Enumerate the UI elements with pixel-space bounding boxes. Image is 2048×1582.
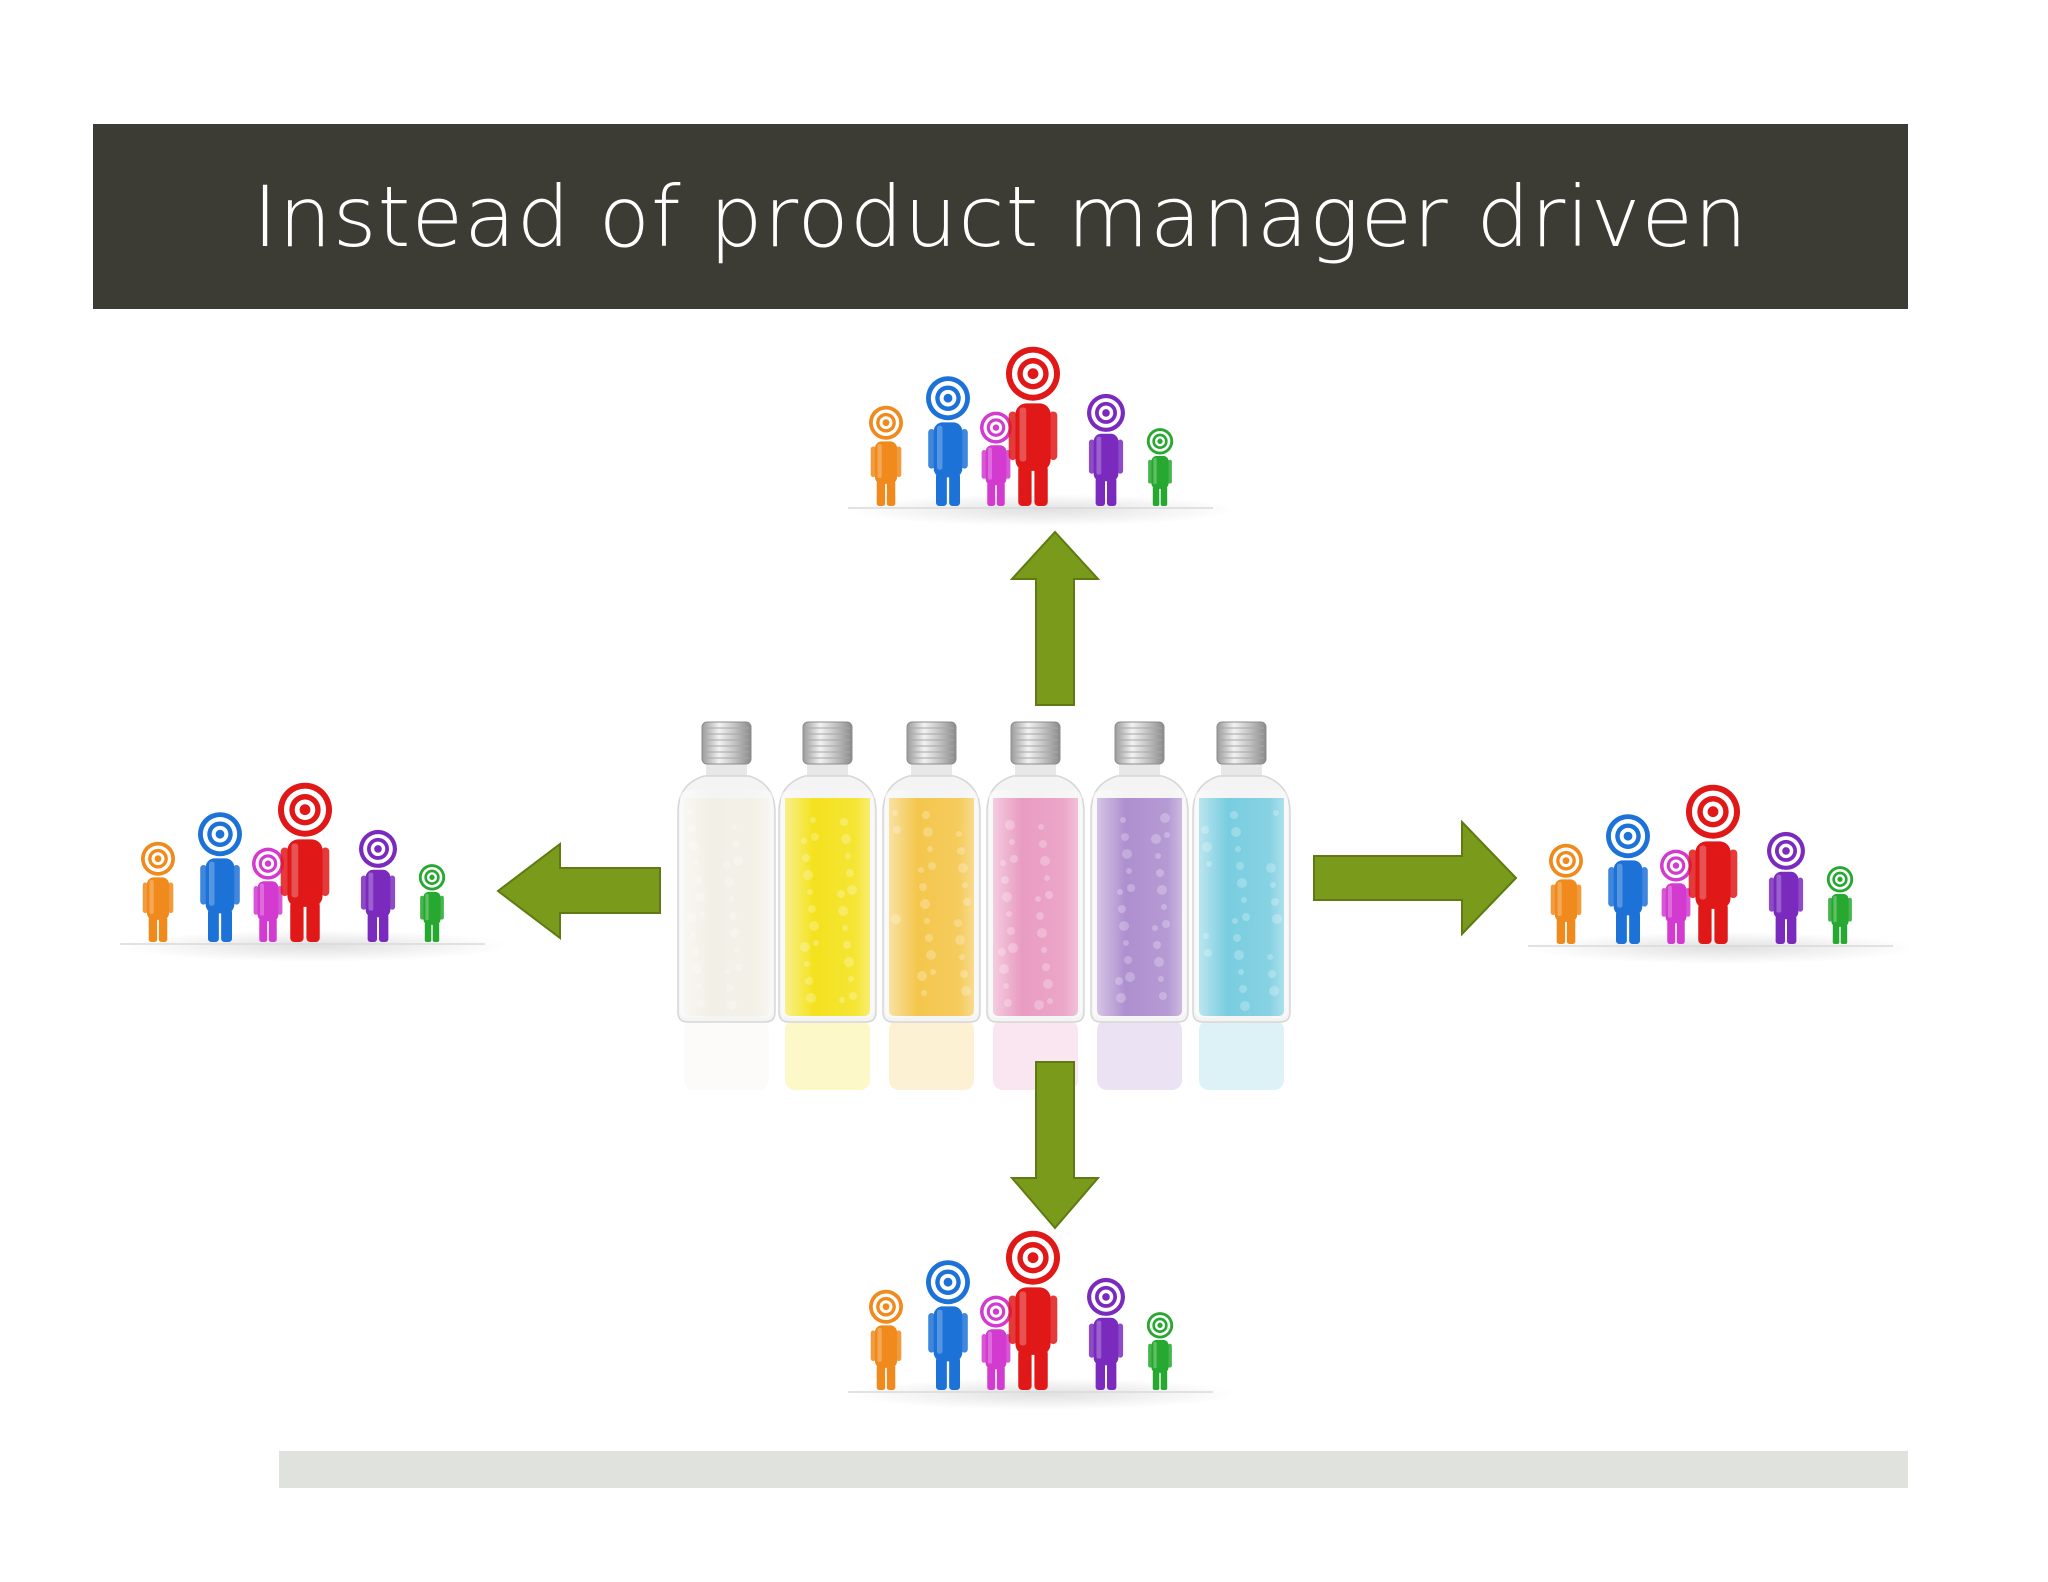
arrow-right xyxy=(1313,819,1518,937)
arrows xyxy=(496,530,1518,1230)
person-figure xyxy=(980,1295,1012,1390)
arrow-up xyxy=(1009,530,1101,706)
bottle xyxy=(778,721,877,1090)
slide-title: Instead of product manager driven xyxy=(252,167,1749,266)
footer-bar xyxy=(279,1451,1908,1488)
arrow-down xyxy=(1009,1061,1101,1230)
title-bar: Instead of product manager driven xyxy=(93,124,1908,309)
person-figure xyxy=(198,812,242,942)
person-figure xyxy=(1660,849,1692,944)
person-figure xyxy=(869,405,903,506)
person-figure xyxy=(418,864,446,942)
bottle xyxy=(882,721,981,1090)
bottle xyxy=(1090,721,1189,1090)
person-figure xyxy=(359,829,397,942)
person-figure xyxy=(980,411,1012,506)
person-figure xyxy=(926,376,970,506)
arrow-left xyxy=(496,841,661,941)
person-figure xyxy=(1087,393,1125,506)
people-group-top xyxy=(848,346,1238,526)
person-figure xyxy=(278,782,332,942)
bottle xyxy=(986,721,1085,1090)
bottle xyxy=(677,721,776,1090)
person-figure xyxy=(1606,814,1650,944)
person-figure xyxy=(869,1289,903,1390)
person-figure xyxy=(1087,1277,1125,1390)
person-figure xyxy=(1826,866,1854,944)
person-figure xyxy=(926,1260,970,1390)
person-figure xyxy=(1006,346,1060,506)
person-figure xyxy=(1686,784,1740,944)
people-group-left xyxy=(120,782,510,962)
person-figure xyxy=(141,841,175,942)
person-figure xyxy=(1146,428,1174,506)
person-figure xyxy=(1006,1230,1060,1390)
person-figure xyxy=(1146,1312,1174,1390)
people-group-right xyxy=(1528,784,1918,964)
person-figure xyxy=(252,847,284,942)
person-figure xyxy=(1549,843,1583,944)
bottle xyxy=(1192,721,1291,1090)
people-group-bottom xyxy=(848,1230,1238,1410)
product-bottles xyxy=(677,721,1291,1090)
person-figure xyxy=(1767,831,1805,944)
